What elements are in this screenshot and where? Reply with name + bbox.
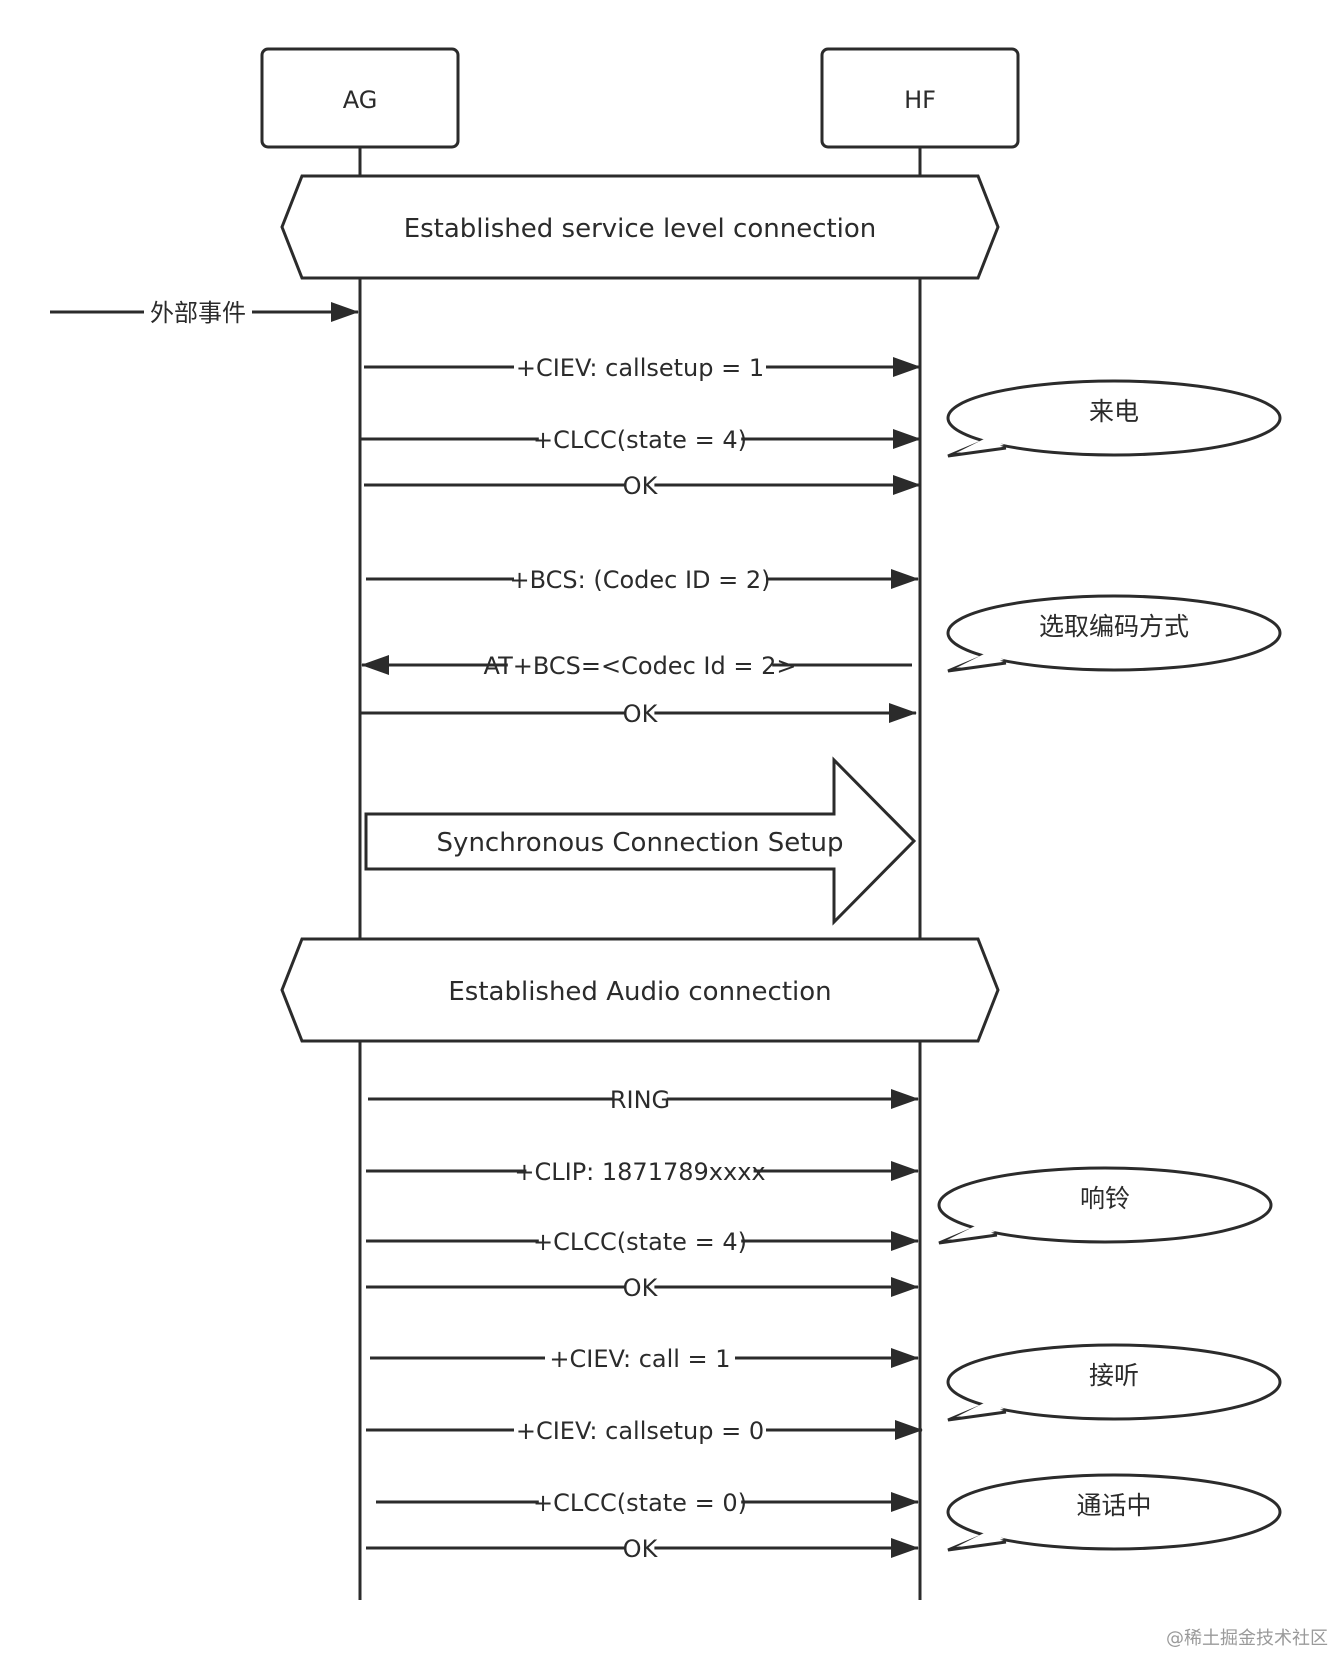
message-label: OK: [623, 472, 659, 500]
participant-ag: AG: [260, 47, 460, 149]
message-arrow: +CLCC(state = 4): [360, 423, 921, 455]
watermark: @稀土掘金技术社区: [1166, 1628, 1328, 1649]
audio-banner-label: Established Audio connection: [448, 977, 831, 1007]
message-label: +CLCC(state = 4): [533, 1228, 747, 1256]
note-bubble: 来电: [946, 379, 1282, 458]
message-arrow: +CLCC(state = 0): [376, 1486, 919, 1518]
note-bubble: 选取编码方式: [946, 594, 1282, 673]
message-label: OK: [623, 700, 659, 728]
message-arrow: +CIEV: call = 1: [370, 1342, 919, 1374]
message-arrow: +CIEV: callsetup = 0: [366, 1414, 923, 1446]
sco-setup-label: Synchronous Connection Setup: [437, 828, 844, 858]
note-label: 通话中: [1076, 1491, 1151, 1520]
message-label: +CIEV: callsetup = 1: [516, 354, 764, 382]
note-label: 响铃: [1080, 1184, 1130, 1213]
message-label: +BCS: (Codec ID = 2): [509, 566, 770, 594]
participant-hf-label: HF: [904, 86, 936, 114]
message-arrow: OK: [366, 1271, 919, 1303]
message-arrow: +CLIP: 1871789xxxx: [366, 1155, 919, 1187]
external-event-label: 外部事件: [150, 299, 246, 327]
participant-ag-label: AG: [343, 86, 378, 114]
message-arrow: AT+BCS=<Codec Id = 2>: [361, 649, 912, 681]
message-label: +CIEV: call = 1: [549, 1345, 730, 1373]
audio-banner: Established Audio connection: [280, 937, 1000, 1043]
note-bubble: 响铃: [937, 1166, 1273, 1245]
sco-setup-arrow: Synchronous Connection Setup: [364, 756, 917, 926]
participant-hf: HF: [820, 47, 1020, 149]
message-label: OK: [623, 1274, 659, 1302]
message-arrow: +CLCC(state = 4): [366, 1225, 919, 1257]
note-label: 来电: [1089, 397, 1139, 426]
note-label: 接听: [1089, 1361, 1139, 1390]
message-label: AT+BCS=<Codec Id = 2>: [484, 652, 797, 680]
message-label: +CLCC(state = 4): [533, 426, 747, 454]
message-arrow: +BCS: (Codec ID = 2): [366, 563, 919, 595]
message-label: +CLIP: 1871789xxxx: [514, 1158, 765, 1186]
message-label: RING: [610, 1086, 670, 1114]
slc-banner: Established service level connection: [280, 174, 1000, 280]
note-label: 选取编码方式: [1039, 612, 1189, 641]
note-bubble: 通话中: [946, 1473, 1282, 1552]
message-arrow: OK: [364, 469, 921, 501]
slc-banner-label: Established service level connection: [404, 214, 877, 244]
message-arrow: OK: [360, 697, 917, 729]
note-bubble: 接听: [946, 1343, 1282, 1422]
message-label: +CIEV: callsetup = 0: [516, 1417, 764, 1445]
message-arrow: OK: [366, 1532, 919, 1564]
message-label: OK: [623, 1535, 659, 1563]
external-event-arrow: 外部事件: [50, 296, 359, 328]
message-arrow: +CIEV: callsetup = 1: [364, 351, 921, 383]
message-label: +CLCC(state = 0): [533, 1489, 747, 1517]
message-arrow: RING: [368, 1083, 919, 1115]
